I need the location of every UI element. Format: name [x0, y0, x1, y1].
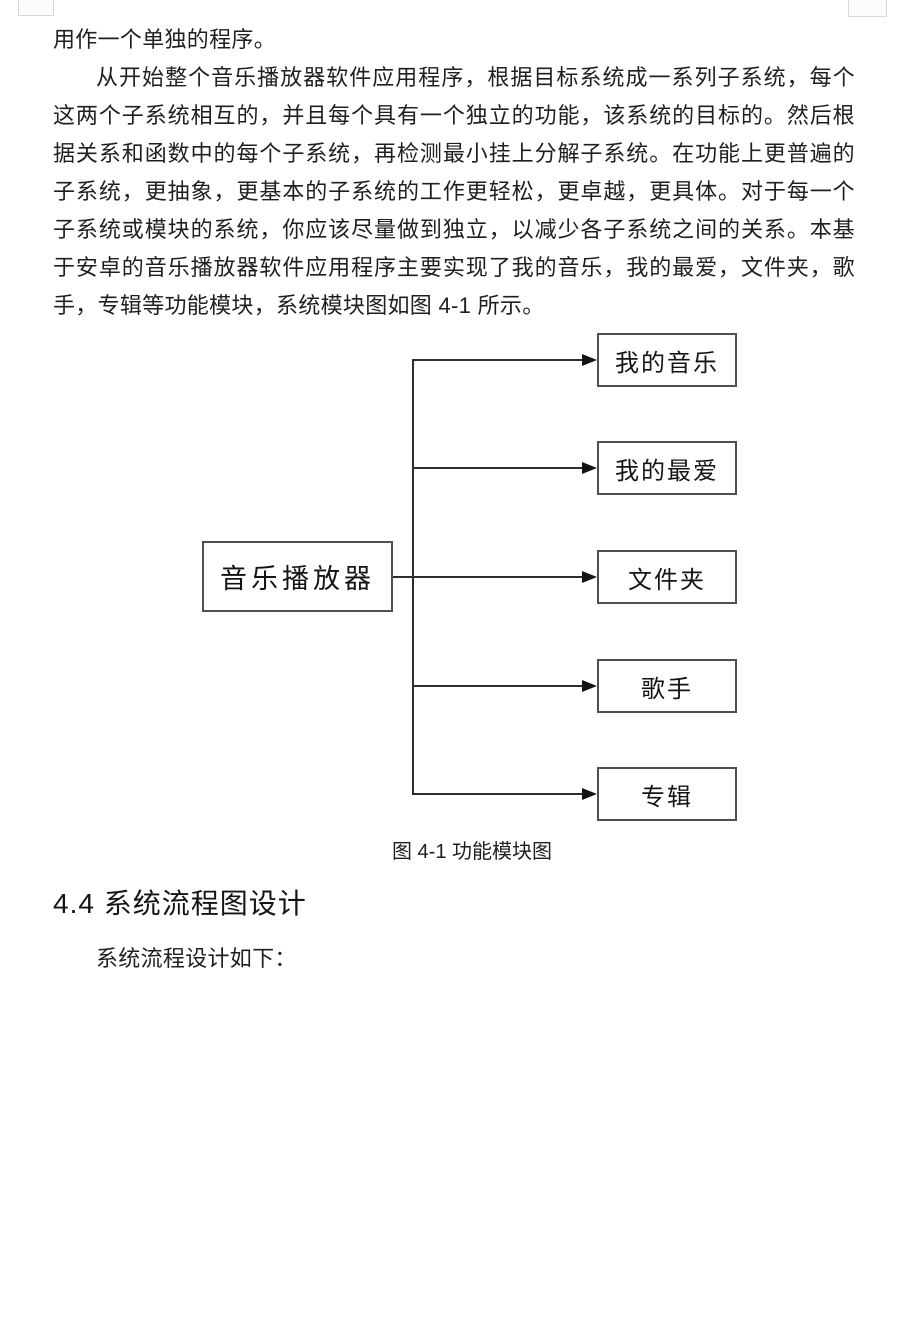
paragraph-line: 手，专辑等功能模块，系统模块图如图 4-1 所示。 — [53, 293, 545, 318]
diagram-module-node: 文件夹 — [597, 550, 737, 604]
paragraph-line: 据关系和函数中的每个子系统，再检测最小挂上分解子系统。在功能上更普遍的 — [53, 141, 855, 166]
paragraph-line: 用作一个单独的程序。 — [53, 27, 277, 52]
arrow-right-icon — [582, 571, 597, 583]
connector-branch-line — [412, 685, 583, 687]
page-corner-mark-top-right — [848, 0, 887, 17]
paragraph-line: 于安卓的音乐播放器软件应用程序主要实现了我的音乐，我的最爱，文件夹，歌 — [53, 255, 855, 280]
diagram-root-node: 音乐播放器 — [202, 541, 393, 612]
diagram-module-label: 我的音乐 — [615, 350, 719, 377]
arrow-right-icon — [582, 354, 597, 366]
diagram-module-node: 我的音乐 — [597, 333, 737, 387]
diagram-module-node: 专辑 — [597, 767, 737, 821]
connector-root-to-trunk — [393, 576, 413, 578]
diagram-root-label: 音乐播放器 — [220, 564, 375, 594]
arrow-right-icon — [582, 788, 597, 800]
diagram-module-node: 我的最爱 — [597, 441, 737, 495]
diagram-module-label: 歌手 — [641, 676, 693, 703]
paragraph-line: 子系统或模块的系统，你应该尽量做到独立，以减少各子系统之间的关系。本基 — [53, 217, 855, 242]
arrow-right-icon — [582, 680, 597, 692]
connector-branch-line — [412, 793, 583, 795]
page-corner-mark-top-left — [18, 0, 54, 16]
diagram-module-label: 文件夹 — [628, 567, 706, 594]
diagram-module-label: 我的最爱 — [615, 458, 719, 485]
paragraph-line: 这两个子系统相互的，并且每个具有一个独立的功能，该系统的目标的。然后根 — [53, 103, 855, 128]
diagram-module-label: 专辑 — [641, 784, 693, 811]
connector-branch-line — [412, 576, 583, 578]
paragraph-line: 从开始整个音乐播放器软件应用程序，根据目标系统成一系列子系统，每个 — [96, 65, 855, 90]
arrow-right-icon — [582, 462, 597, 474]
diagram-module-node: 歌手 — [597, 659, 737, 713]
section-heading: 4.4 系统流程图设计 — [53, 888, 307, 919]
section-body-line: 系统流程设计如下： — [96, 946, 297, 971]
connector-branch-line — [412, 359, 583, 361]
figure-caption: 图 4-1 功能模块图 — [391, 841, 553, 863]
connector-branch-line — [412, 467, 583, 469]
paragraph-line: 子系统，更抽象，更基本的子系统的工作更轻松，更卓越，更具体。对于每一个 — [53, 179, 855, 204]
